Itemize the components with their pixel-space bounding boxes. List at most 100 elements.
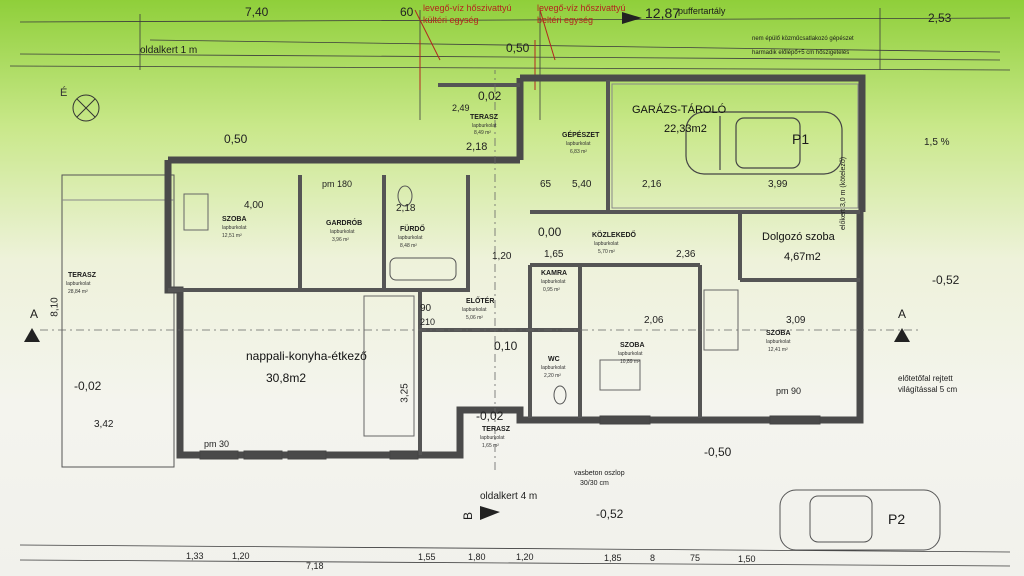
room-kozlekedo-sub: lapburkolat: [594, 241, 619, 247]
side-garden-4m-label: oldalkert 4 m: [480, 491, 538, 502]
room-eloter-sub: lapburkolat: [462, 307, 487, 313]
dim-2-49: 2,49: [452, 103, 470, 113]
bottom-dim-8: 75: [690, 553, 701, 563]
room-terrace-south-name: TERASZ: [482, 426, 510, 433]
dim-minus-0-50: -0,50: [704, 445, 732, 459]
dim-0-00: 0,00: [538, 225, 562, 239]
top-dimension-lines: [9, 8, 1011, 567]
room-kamra-name: KAMRA: [541, 270, 568, 277]
room-wc-area: 2,20 m²: [544, 373, 561, 379]
building-walls: [164, 74, 866, 459]
dim-pm30: pm 30: [204, 439, 230, 449]
rc-column-label-2: 30/30 cm: [580, 480, 609, 487]
room-kamra-sub: lapburkolat: [541, 279, 566, 285]
dim-slope: 1,5 %: [924, 137, 950, 148]
north-arrow-icon: É: [60, 86, 100, 122]
room-gardrob-name: GARDRÓB: [326, 220, 363, 227]
section-a-east-label: A: [898, 307, 907, 321]
dim-1-65: 1,65: [544, 249, 564, 260]
room-szoba-nw-sub: lapburkolat: [222, 225, 247, 231]
dim-2-53: 2,53: [928, 11, 952, 25]
dim-0-50-top: 0,50: [506, 41, 530, 55]
dim-pm180: pm 180: [322, 179, 353, 189]
bathtub-icon: [389, 257, 457, 281]
section-b-label: B: [461, 511, 476, 521]
bottom-dim-1: 1,20: [232, 551, 250, 561]
interior-walls: [168, 80, 860, 455]
dim-5-40: 5,40: [572, 179, 592, 190]
room-gepeszet-area: 6,83 m²: [570, 149, 587, 155]
room-terrace-west-name: TERASZ: [68, 272, 96, 279]
side-garden-1m-label: oldalkert 1 m: [140, 45, 198, 56]
rc-column-label-1: vasbeton oszlop: [574, 470, 625, 477]
room-furdo-area: 8,48 m²: [400, 243, 417, 249]
room-wc-sub: lapburkolat: [541, 365, 566, 371]
room-szoba-east-area: 12,41 m²: [768, 347, 788, 353]
dim-pm90: pm 90: [776, 386, 802, 396]
room-terrace-west-sub: lapburkolat: [66, 281, 91, 287]
room-terrace-top-sub: lapburkolat: [472, 123, 497, 129]
dim-minus-0-02-west: -0,02: [74, 379, 102, 393]
room-kamra-area: 0,95 m²: [543, 287, 560, 293]
bottom-dim-9: 1,50: [738, 554, 756, 564]
dim-90: 90: [420, 303, 432, 314]
room-eloter-area: 5,06 m²: [466, 315, 483, 321]
section-b-icon: [480, 506, 500, 520]
dim-minus-0-02-south: -0,02: [476, 409, 504, 423]
section-a-east-icon: [894, 328, 910, 342]
section-a-west-icon: [24, 328, 40, 342]
canopy-wall-label-1: előtetőfal rejtett: [898, 374, 953, 383]
room-szoba-nw-name: SZOBA: [222, 216, 247, 223]
parking-p2-label: P2: [888, 511, 906, 527]
room-terrace-top-area: 8,49 m²: [474, 130, 491, 136]
dim-2-16: 2,16: [642, 179, 662, 190]
dim-210: 210: [420, 317, 436, 327]
room-szoba-mid-area: 10,89 m²: [620, 359, 640, 365]
bottom-dim-4: 1,80: [468, 552, 486, 562]
dim-2-06: 2,06: [644, 315, 664, 326]
dim-3-42: 3,42: [94, 419, 114, 430]
desk-icon: [599, 359, 641, 391]
room-terrace-west-area: 28,84 m²: [68, 289, 88, 295]
dim-4-00: 4,00: [244, 200, 264, 211]
room-kozlekedo-name: KÖZLEKEDŐ: [592, 232, 636, 239]
south-windows: [199, 415, 821, 460]
kitchen-counter: [363, 295, 415, 437]
heat-pump-indoor-label-1: levegő-víz hőszivattyú: [537, 3, 626, 13]
room-gardrob-sub: lapburkolat: [330, 229, 355, 235]
dim-2-18-a: 2,18: [466, 141, 488, 153]
top-arrow-icon: [622, 12, 642, 24]
note-right-1: nem épülő közműcsatlakozó gépészet: [752, 36, 854, 42]
room-furdo-name: FÜRDŐ: [400, 226, 425, 233]
room-kozlekedo-area: 5,70 m²: [598, 249, 615, 255]
note-right-2: harmadik előlépő+5 cm hőszigetelés: [752, 50, 850, 56]
dim-12-87: 12,87: [645, 5, 681, 21]
room-garage-area: 22,33m2: [664, 123, 707, 135]
room-nappali-name: nappali-konyha-étkező: [246, 349, 367, 363]
room-furdo-sub: lapburkolat: [398, 235, 423, 241]
dim-7-40: 7,40: [245, 5, 269, 19]
room-gepeszet-sub: lapburkolat: [566, 141, 591, 147]
dim-0-50-west: 0,50: [224, 132, 248, 146]
dim-3-09: 3,09: [786, 315, 806, 326]
bottom-dim-5: 1,20: [516, 552, 534, 562]
dim-2-36: 2,36: [676, 249, 696, 260]
dim-0-10: 0,10: [494, 339, 518, 353]
room-dolgozo-name: Dolgozó szoba: [762, 231, 835, 243]
bottom-dim-7: 8: [650, 553, 656, 563]
dim-60: 60: [400, 5, 414, 19]
front-garden-label: előkert 3,0 m (kötelező): [840, 156, 847, 230]
dim-3-99: 3,99: [768, 179, 788, 190]
svg-text:É: É: [60, 86, 67, 99]
parking-p1-label: P1: [792, 131, 810, 147]
dim-0-02-top: 0,02: [478, 89, 502, 103]
garage-area: [611, 83, 859, 209]
room-szoba-mid-name: SZOBA: [620, 342, 645, 349]
bed-east-icon: [703, 289, 739, 351]
bottom-dim-6: 1,85: [604, 553, 622, 563]
car-p1-icon: [685, 111, 843, 175]
bottom-dim-3: 1,55: [418, 552, 436, 562]
room-terrace-south-sub: lapburkolat: [480, 435, 505, 441]
room-dolgozo-area: 4,67m2: [784, 251, 821, 263]
